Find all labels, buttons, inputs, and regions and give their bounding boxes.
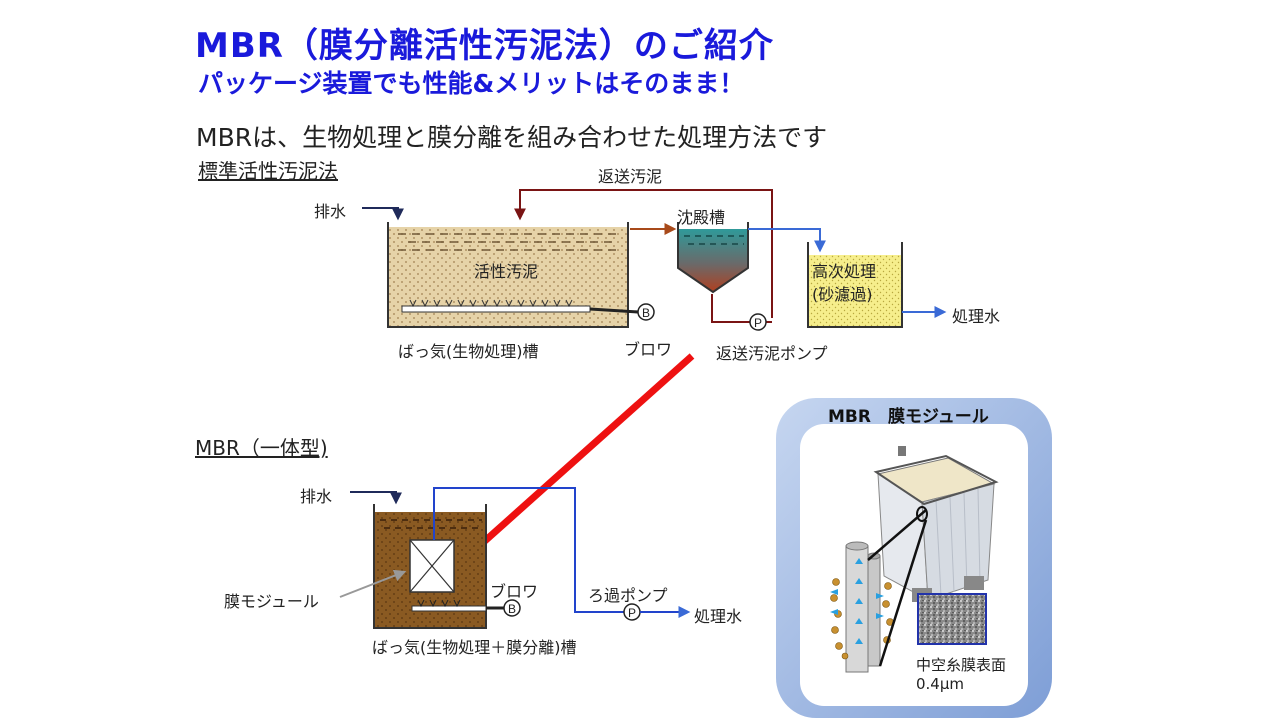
blower-label: ブロワ — [624, 340, 673, 359]
sand-filter-wall — [807, 242, 903, 328]
blower-symbol — [637, 303, 655, 321]
air-bubbles — [409, 299, 573, 308]
aeration-tank-wall — [387, 222, 629, 328]
svg-text:P: P — [628, 606, 636, 620]
page-title: MBR（膜分離活性汚泥法）のご紹介 — [195, 26, 774, 66]
return-pump-label: 返送汚泥ポンプ — [716, 344, 828, 363]
activated-sludge-label: 活性汚泥 — [474, 262, 539, 281]
mbr-heading: MBR（一体型) — [195, 436, 328, 460]
mbr-inflow-arrow — [350, 491, 402, 505]
clarifier-label: 沈殿槽 — [677, 208, 726, 227]
inflow-arrow — [362, 207, 404, 221]
aeration-tank-label: ばっ気(生物処理)槽 — [398, 342, 539, 361]
standard-heading: 標準活性汚泥法 — [198, 159, 338, 183]
filtration-pump-label: ろ過ポンプ — [588, 586, 668, 605]
membrane-module-illustration — [873, 446, 999, 602]
treated-water-label: 処理水 — [952, 307, 1001, 326]
flow-to-advanced — [748, 228, 826, 253]
pore-size-label: 0.4μm — [916, 675, 965, 693]
svg-text:B: B — [508, 602, 516, 616]
clarifier-liquid — [678, 229, 748, 292]
inflow-label: 排水 — [314, 202, 347, 221]
diffuser-bar — [401, 305, 591, 313]
membrane-surface-micrograph — [917, 593, 987, 645]
aeration-tank-surface-dashes — [398, 233, 620, 251]
sand-filter-liquid — [808, 255, 902, 327]
mbr-diffuser — [411, 605, 487, 612]
advanced-label-2: (砂濾過) — [812, 285, 873, 304]
mbr-tank-wall — [373, 504, 487, 629]
membrane-surface-label: 中空糸膜表面 — [916, 656, 1007, 674]
module-panel-title: MBR 膜モジュール — [828, 407, 989, 427]
sludge-draw-line — [711, 294, 750, 323]
comparison-arrow-shaft — [465, 353, 695, 559]
membrane-module-label: 膜モジュール — [224, 592, 319, 611]
hollow-fiber-illustration — [830, 506, 928, 673]
svg-text:B: B — [642, 306, 650, 320]
mbr-tank-label: ばっ気(生物処理＋膜分離)槽 — [372, 638, 577, 657]
mbr-blower-symbol — [503, 599, 521, 617]
air-pipe — [589, 307, 639, 314]
clarifier-wall — [677, 222, 749, 294]
return-pump-symbol — [749, 313, 767, 331]
mbr-inflow-label: 排水 — [300, 487, 333, 506]
mbr-treated-water-label: 処理水 — [694, 607, 743, 626]
page-subtitle: パッケージ装置でも性能&メリットはそのまま！ — [198, 69, 745, 98]
mbr-blower-label: ブロワ — [490, 582, 539, 601]
advanced-label-1: 高次処理 — [812, 262, 877, 281]
module-pointer — [339, 569, 407, 598]
lead-text: MBRは、生物処理と膜分離を組み合わせた処理方法です — [196, 123, 828, 152]
permeate-line — [433, 487, 624, 613]
return-sludge-line — [514, 189, 773, 318]
clarifier-surface-dashes — [684, 235, 744, 245]
svg-text:P: P — [754, 316, 762, 330]
return-sludge-label: 返送汚泥 — [598, 167, 663, 186]
